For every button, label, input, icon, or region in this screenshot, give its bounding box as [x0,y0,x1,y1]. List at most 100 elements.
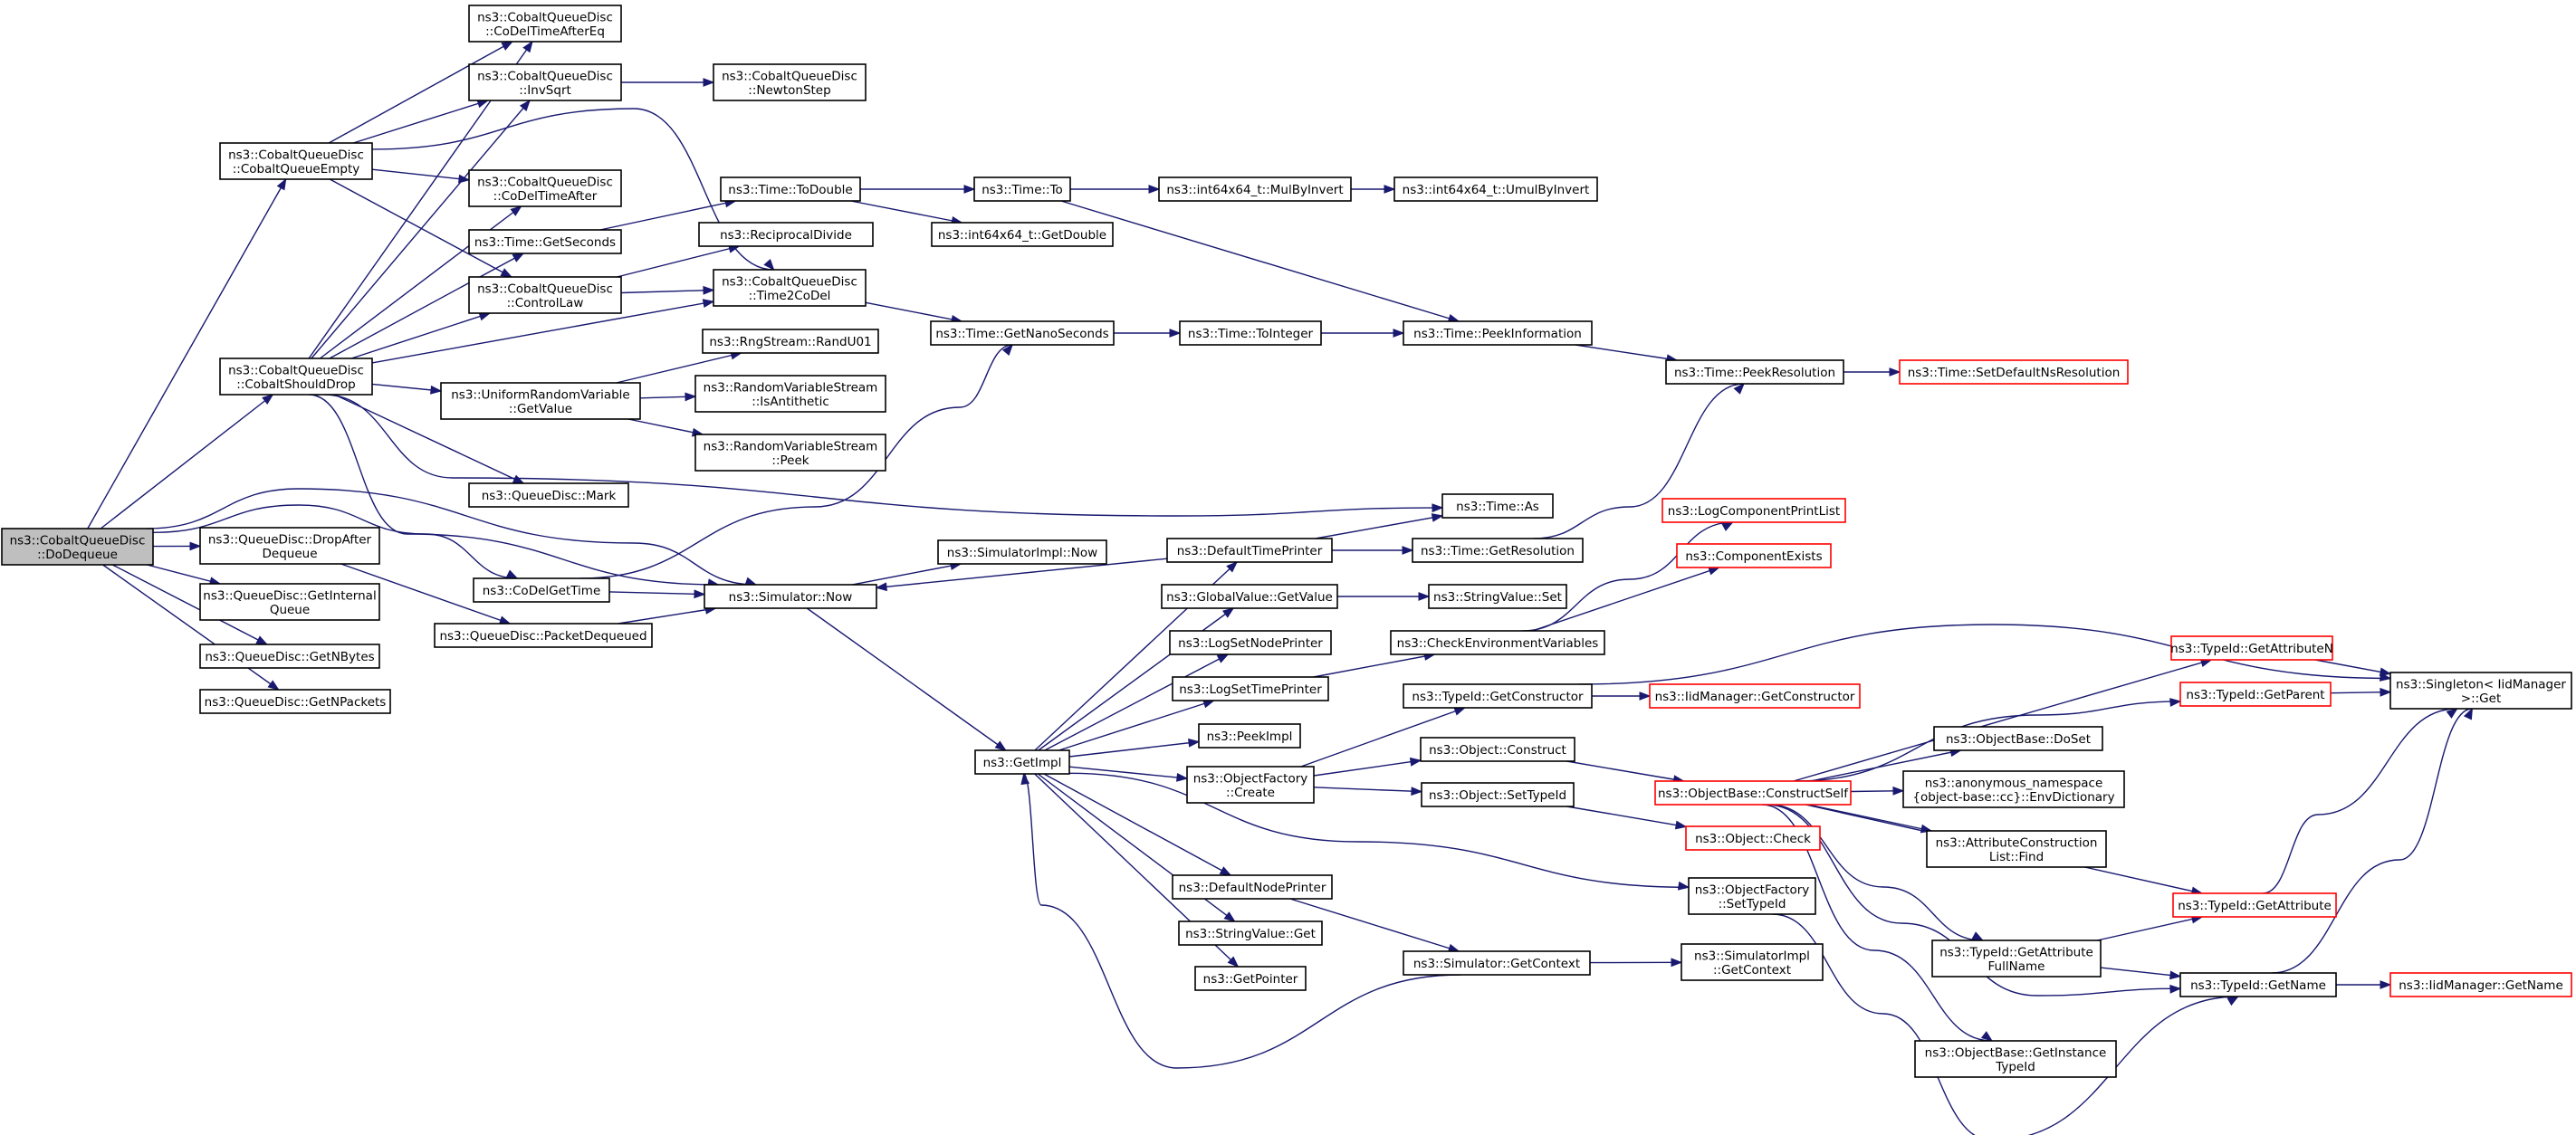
node-label: ns3::SimulatorImpl::Now [947,546,1097,560]
node-objectfactorycreate[interactable]: ns3::ObjectFactory::Create [1186,766,1315,804]
node-label: ns3::Simulator::Now [729,590,853,605]
call-edge-cobaltshoulddrop-to-timeas [323,394,1444,517]
node-simgetcontext[interactable]: ns3::Simulator::GetContext [1403,950,1591,976]
node-simnow[interactable]: ns3::Simulator::Now [704,584,877,609]
node-box [694,434,886,472]
node-dodequeue: ns3::CobaltQueueDisc::DoDequeue [1,528,154,566]
node-peekresolution[interactable]: ns3::Time::PeekResolution [1665,359,1844,385]
node-getattribute[interactable]: ns3::TypeId::GetAttribute [2172,892,2337,918]
node-checkenvvars[interactable]: ns3::CheckEnvironmentVariables [1390,630,1605,655]
node-box [2179,972,2337,997]
node-simimplgetcontext[interactable]: ns3::SimulatorImpl::GetContext [1681,943,1824,981]
node-defaultnodeprinter[interactable]: ns3::DefaultNodePrinter [1172,874,1333,900]
node-cobaltshoulddrop[interactable]: ns3::CobaltQueueDisc::CobaltShouldDrop [219,358,373,396]
node-box [1661,498,1846,523]
call-edge-tointeger-to-peekinformation [1321,329,1405,338]
node-label: ns3::CheckEnvironmentVariables [1397,636,1599,651]
node-defaulttimeprinter[interactable]: ns3::DefaultTimePrinter [1166,538,1333,563]
node-label: ns3::UniformRandomVariable [451,387,630,402]
node-box [713,269,867,307]
node-singletonget[interactable]: ns3::Singleton< IidManager >::Get [2389,672,2572,710]
node-getdouble[interactable]: ns3::int64x64_t::GetDouble [931,222,1114,247]
node-timeas[interactable]: ns3::Time::As [1441,493,1554,519]
node-peekimpl[interactable]: ns3::PeekImpl [1198,723,1301,749]
node-label: ns3::TypeId::GetAttributeN [2170,642,2333,656]
node-label: ns3::ObjectBase::GetInstance [1925,1045,2107,1060]
node-constructself[interactable]: ns3::ObjectBase::ConstructSelf [1654,780,1852,806]
node-box [1403,683,1593,709]
call-edge-dodequeue-to-dropafterdequeue [152,541,202,551]
node-simimplnow[interactable]: ns3::SimulatorImpl::Now [937,539,1107,565]
node-iidmanagergetconstructor[interactable]: ns3::IidManager::GetConstructor [1649,683,1861,709]
node-getresolution[interactable]: ns3::Time::GetResolution [1412,538,1584,563]
node-mark[interactable]: ns3::QueueDisc::Mark [468,482,629,508]
node-todouble[interactable]: ns3::Time::ToDouble [720,176,861,202]
node-newtonstep[interactable]: ns3::CobaltQueueDisc::NewtonStep [713,63,867,101]
node-invsqrt[interactable]: ns3::CobaltQueueDisc::InvSqrt [468,63,622,101]
node-peek[interactable]: ns3::RandomVariableStream::Peek [694,434,886,472]
node-setdefaultnsresolution[interactable]: ns3::Time::SetDefaultNsResolution [1899,359,2129,385]
node-objectfactorysettypeid[interactable]: ns3::ObjectFactory::SetTypeId [1688,877,1816,915]
node-doset[interactable]: ns3::ObjectBase::DoSet [1933,726,2103,751]
node-logsetnodeprinter[interactable]: ns3::LogSetNodePrinter [1169,630,1332,655]
call-edge-cobaltshoulddrop-to-mark [334,394,525,484]
node-label: ns3::int64x64_t::MulByInvert [1166,183,1343,197]
node-objectsettypeid[interactable]: ns3::Object::SetTypeId [1421,782,1575,807]
node-codeltimeafter[interactable]: ns3::CobaltQueueDisc::CoDelTimeAfter [468,169,622,207]
node-uniformgetvalue[interactable]: ns3::UniformRandomVariable::GetValue [440,382,641,420]
node-stringvalueset[interactable]: ns3::StringValue::Set [1428,584,1567,609]
node-componentexists[interactable]: ns3::ComponentExists [1676,543,1832,568]
node-globalvaluegetvalue[interactable]: ns3::GlobalValue::GetValue [1161,584,1338,609]
node-getattributen[interactable]: ns3::TypeId::GetAttributeN [2170,635,2333,661]
node-objectcheck[interactable]: ns3::Object::Check [1685,825,1821,851]
node-packetdequeued[interactable]: ns3::QueueDisc::PacketDequeued [434,623,653,648]
node-getpointer[interactable]: ns3::GetPointer [1194,966,1307,991]
node-objectconstruct[interactable]: ns3::Object::Construct [1420,737,1575,762]
call-edge-objectfactorycreate-to-objectconstruct [1313,757,1422,777]
node-logsettimeprinter[interactable]: ns3::LogSetTimePrinter [1172,676,1329,701]
node-isantithetic[interactable]: ns3::RandomVariableStream::IsAntithetic [694,375,886,413]
node-getparent[interactable]: ns3::TypeId::GetParent [2179,682,2332,707]
node-label: ns3::CobaltQueueDisc [10,533,146,548]
node-codeltimeaftereq[interactable]: ns3::CobaltQueueDisc::CoDelTimeAfterEq [468,5,622,43]
call-edge-getattributefullname-to-getattribute [2097,914,2204,941]
node-box [1172,874,1333,900]
node-getseconds[interactable]: ns3::Time::GetSeconds [468,229,622,254]
node-stringvalueget[interactable]: ns3::StringValue::Get [1178,920,1323,946]
node-box [468,5,622,43]
node-mulbyinvert[interactable]: ns3::int64x64_t::MulByInvert [1158,176,1352,202]
node-box [440,382,641,420]
node-controllaw[interactable]: ns3::CobaltQueueDisc::ControlLaw [468,276,622,314]
node-envdictionary[interactable]: ns3::anonymous_namespace{object-base::cc… [1902,770,2125,808]
call-edge-packetdequeued-to-simnow [618,605,717,625]
node-box [1441,493,1554,519]
node-iidmanagergetname[interactable]: ns3::IidManager::GetName [2389,972,2572,997]
node-box [1198,723,1301,749]
node-getimpl[interactable]: ns3::GetImpl [974,749,1070,775]
node-reciprocaldivide[interactable]: ns3::ReciprocalDivide [698,222,874,247]
node-getnbytes[interactable]: ns3::QueueDisc::GetNBytes [199,644,380,669]
node-getnanoseconds[interactable]: ns3::Time::GetNanoSeconds [930,320,1115,346]
node-box [1412,538,1584,563]
node-logcomponentprintlist[interactable]: ns3::LogComponentPrintList [1661,498,1846,523]
node-tointeger[interactable]: ns3::Time::ToInteger [1179,320,1322,346]
node-label: ns3::TypeId::GetName [2190,978,2326,993]
node-timeto[interactable]: ns3::Time::To [973,176,1071,202]
node-typeidgetconstructor[interactable]: ns3::TypeId::GetConstructor [1403,683,1593,709]
call-edge-constructself-to-getparent [1796,698,2182,782]
node-label: ns3::Singleton< IidManager [2396,677,2566,691]
node-peekinformation[interactable]: ns3::Time::PeekInformation [1403,320,1593,346]
node-umulbyinvert[interactable]: ns3::int64x64_t::UmulByInvert [1393,176,1598,202]
node-time2codel[interactable]: ns3::CobaltQueueDisc::Time2CoDel [713,269,867,307]
node-cobaltqueueempty[interactable]: ns3::CobaltQueueDisc::CobaltQueueEmpty [219,142,373,180]
node-getnpackets[interactable]: ns3::QueueDisc::GetNPackets [199,689,391,714]
node-randu01[interactable]: ns3::RngStream::RandU01 [702,329,879,354]
node-typeidgetname[interactable]: ns3::TypeId::GetName [2179,972,2337,997]
node-codelgettime[interactable]: ns3::CoDelGetTime [473,577,610,603]
node-box [468,63,622,101]
